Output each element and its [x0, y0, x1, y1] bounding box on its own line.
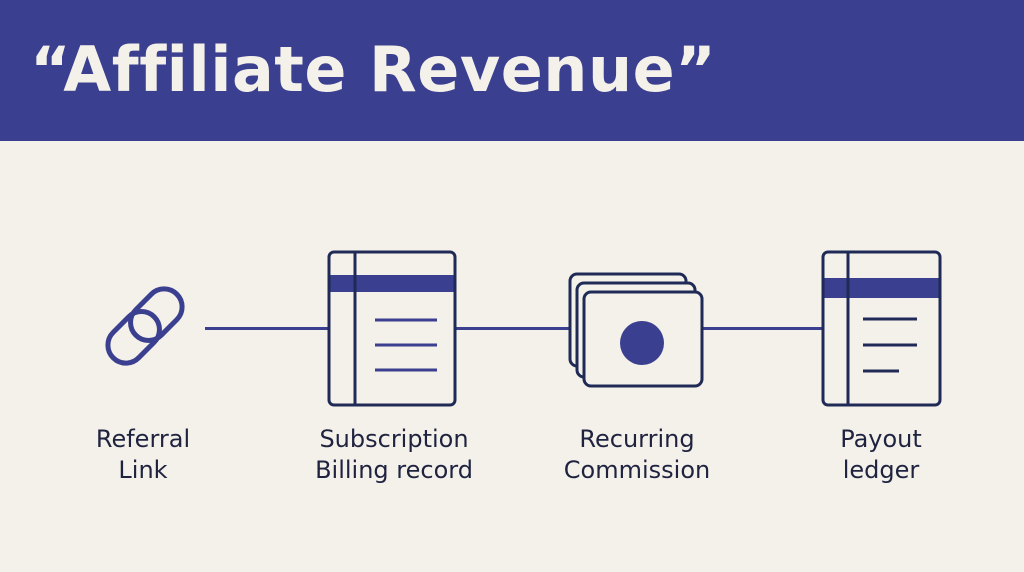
flow-diagram: Referral Link Subscription Billing recor… — [0, 141, 1024, 572]
commission-cards-icon — [568, 272, 704, 388]
connector-3 — [700, 327, 823, 330]
header-banner: “Affiliate Revenue” — [0, 0, 1024, 141]
connector-2 — [455, 327, 571, 330]
ledger-icon — [821, 250, 942, 407]
page-title: “Affiliate Revenue” — [30, 33, 717, 106]
billing-record-icon — [327, 250, 457, 407]
link-icon — [105, 286, 185, 366]
step-label: Recurring Commission — [563, 425, 711, 484]
step-label: Subscription Billing record — [315, 425, 473, 484]
step-label: Referral Link — [95, 425, 191, 484]
step-label: Payout ledger — [840, 425, 922, 484]
connector-1 — [205, 327, 329, 330]
